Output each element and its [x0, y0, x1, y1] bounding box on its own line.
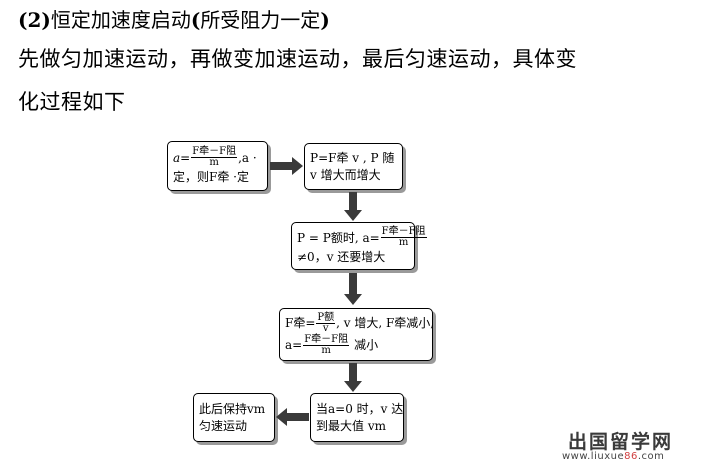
arrow-left-icon	[276, 408, 309, 426]
flow-box-6: 此后保持vm 匀速运动	[193, 393, 275, 442]
numerator: F牵－F阻	[303, 333, 350, 346]
flow-box-5-row2: 到最大值 vm	[316, 418, 386, 433]
arrow-down-icon	[344, 273, 362, 305]
numerator: F牵－F阻	[380, 225, 427, 239]
url-post: .com	[637, 451, 665, 462]
url-highlight: 86	[624, 451, 638, 462]
arrow-right-icon	[270, 157, 303, 175]
flow-box-6-row2: 匀速运动	[199, 418, 248, 433]
flow-box-5-row1: 当a=0 时，v 达	[316, 402, 404, 417]
flow-box-5: 当a=0 时，v 达 到最大值 vm	[310, 393, 404, 442]
heading-note: 所受阻力一定	[200, 8, 321, 32]
eq: =	[180, 150, 191, 165]
paragraph-line-2: 化过程如下	[18, 90, 126, 114]
text-pre2: a=	[285, 338, 303, 353]
paren-open: (	[190, 8, 201, 32]
flow-box-1-row2: 定，则F牵 ·定	[173, 169, 249, 184]
flow-box-2-row1: P=F牵 v , P 随	[310, 151, 395, 166]
paragraph-line-1: 先做匀加速运动，再做变加速运动，最后匀速运动，具体变	[18, 47, 577, 71]
flow-box-2: P=F牵 v , P 随 v 增大而增大	[304, 143, 403, 190]
arrow-down-icon	[344, 192, 362, 221]
text-post: , v 增大, F牵减小,	[336, 316, 435, 331]
text-tail: ,a ·	[238, 150, 257, 165]
denominator: m	[209, 157, 219, 169]
denominator: m	[398, 237, 409, 249]
text-pre: F牵=	[285, 316, 316, 331]
paren-close: )	[320, 8, 330, 32]
url-pre: www.liuxue	[562, 451, 625, 462]
flow-box-2-row2: v 增大而增大	[310, 167, 381, 182]
flow-box-3-row2: ≠0，v 还要增大	[297, 249, 386, 264]
symbol-a: a	[173, 150, 181, 165]
text-pre: P = P额时, a=	[297, 230, 380, 245]
numerator: F牵－F阻	[191, 145, 238, 159]
heading-title: 恒定加速度启动	[50, 8, 191, 32]
flow-box-6-row1: 此后保持vm	[199, 402, 266, 417]
text-post2: 减小	[354, 338, 379, 353]
section-heading: (2)恒定加速度启动(所受阻力一定)	[18, 4, 330, 33]
arrow-down-icon	[344, 363, 362, 392]
denominator: v	[322, 323, 329, 334]
watermark-url: www.liuxue86.com	[562, 451, 664, 462]
heading-number: (2)	[18, 8, 51, 32]
watermark-logo: 出国留学网	[568, 431, 674, 453]
denominator: m	[321, 345, 331, 356]
numerator: P额	[316, 311, 336, 324]
